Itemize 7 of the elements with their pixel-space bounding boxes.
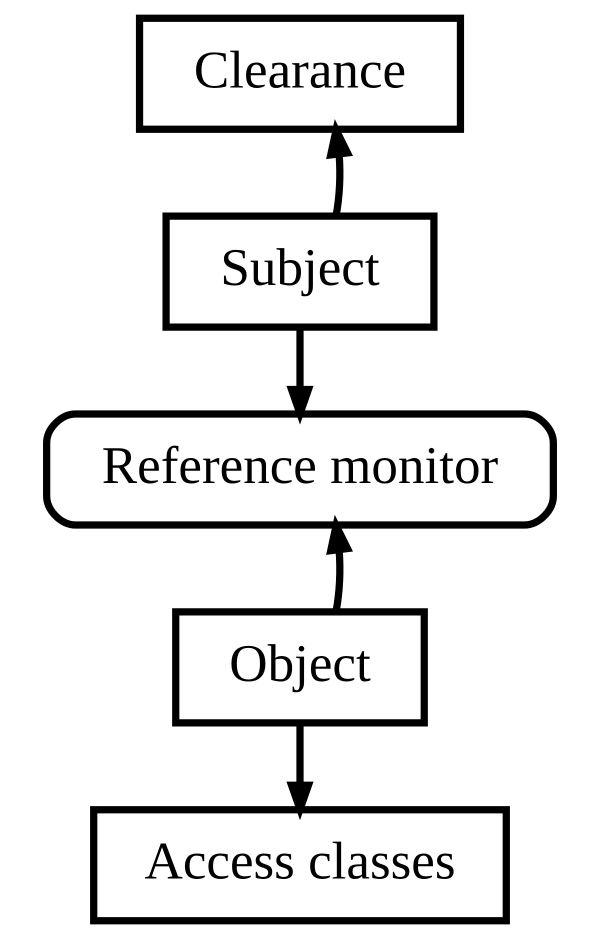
node-box: Object bbox=[172, 608, 428, 726]
arrow bbox=[286, 724, 314, 820]
node-box: Subject bbox=[162, 212, 438, 331]
node-box: Clearance bbox=[135, 14, 464, 133]
node-box: Access classes bbox=[90, 806, 510, 924]
arrow bbox=[286, 328, 314, 425]
node-box: Reference monitor bbox=[42, 410, 556, 529]
